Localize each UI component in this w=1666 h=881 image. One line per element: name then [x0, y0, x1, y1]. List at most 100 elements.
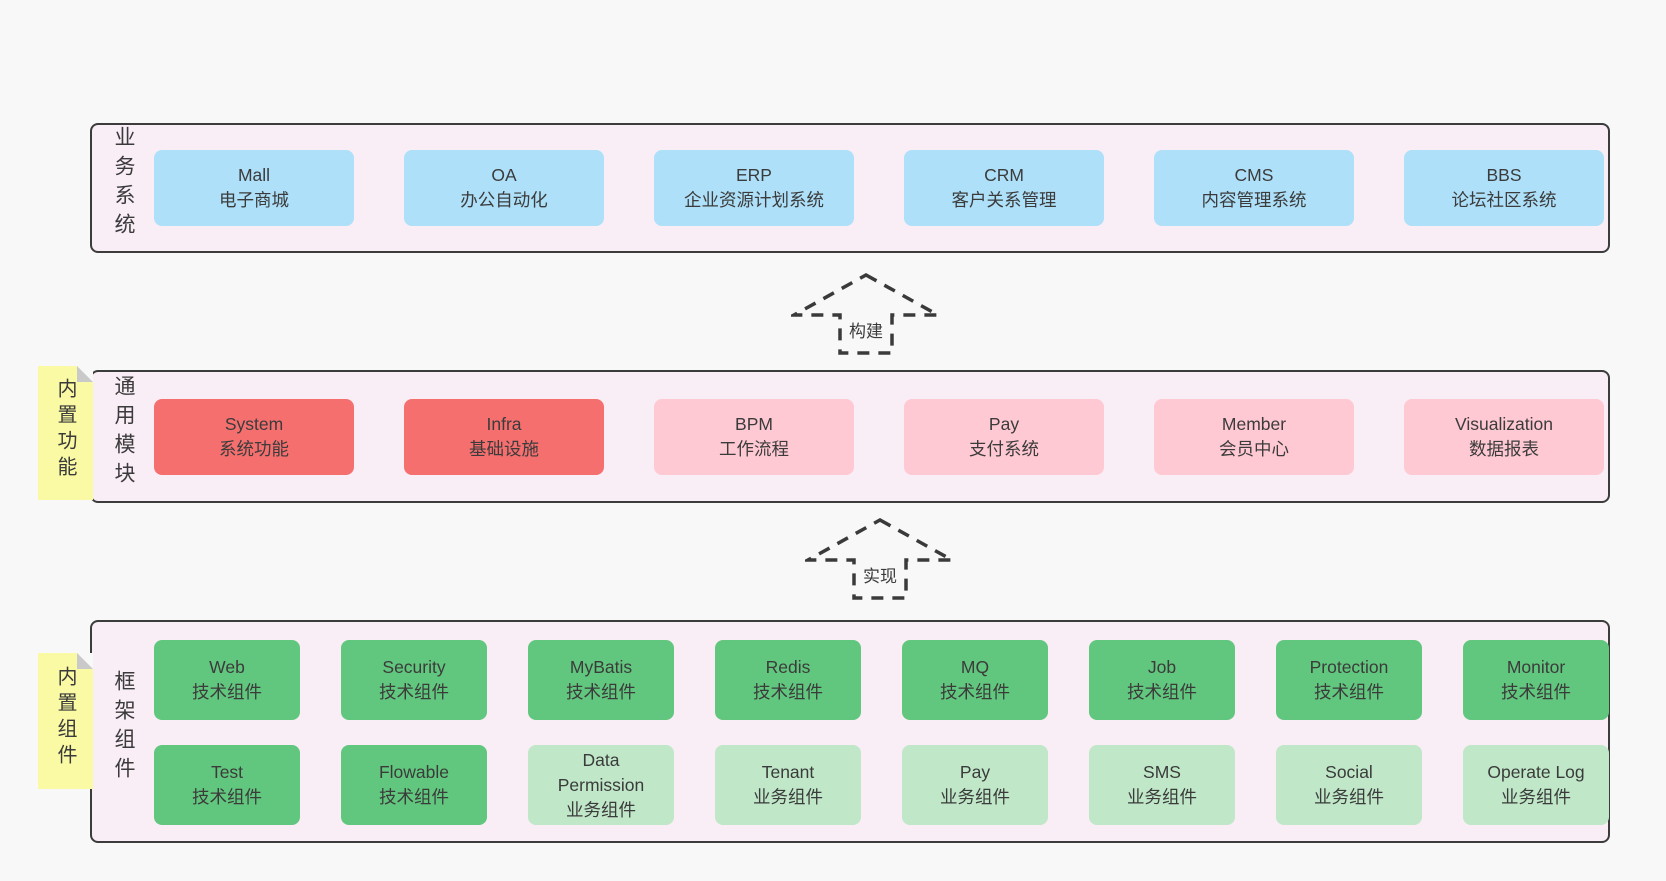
arrow-build: 构建 — [791, 272, 941, 356]
box-subtitle: 客户关系管理 — [951, 190, 1057, 210]
box-subtitle: 技术组件 — [192, 787, 262, 807]
layer-business-systems: 业务系统 Mall 电子商城 OA 办公自动化 ERP 企业资源计划系统 CRM… — [90, 123, 1610, 253]
box-title: Data Permission — [557, 749, 645, 795]
layer-label-common-modules: 通用模块 — [112, 374, 135, 491]
box-title: MQ — [960, 657, 990, 677]
layer-label-framework-components: 框架组件 — [112, 669, 135, 786]
box-web: Web 技术组件 — [154, 640, 300, 720]
arrow-implement-label: 实现 — [859, 561, 901, 588]
box-protection: Protection 技术组件 — [1276, 640, 1422, 720]
framework-components-row-2: Test 技术组件 Flowable 技术组件 Data Permission … — [154, 745, 1609, 825]
box-monitor: Monitor 技术组件 — [1463, 640, 1609, 720]
box-subtitle: 业务组件 — [940, 787, 1010, 807]
box-subtitle: 业务组件 — [753, 787, 823, 807]
sticky-note-built-in-components: 内置组件 — [38, 653, 93, 789]
box-oa: OA 办公自动化 — [404, 150, 604, 226]
box-title: Security — [382, 657, 446, 677]
arrow-implement: 实现 — [805, 517, 955, 601]
box-mybatis: MyBatis 技术组件 — [528, 640, 674, 720]
box-pay-business: Pay 业务组件 — [902, 745, 1048, 825]
sticky-note-label: 内置组件 — [54, 666, 76, 770]
box-subtitle: 技术组件 — [1501, 682, 1571, 702]
layer-label-business-systems: 业务系统 — [112, 126, 135, 242]
box-title: System — [224, 413, 284, 434]
business-systems-box-row: Mall 电子商城 OA 办公自动化 ERP 企业资源计划系统 CRM 客户关系… — [154, 125, 1604, 251]
layer-common-modules: 通用模块 System 系统功能 Infra 基础设施 BPM 工作流程 Pay… — [90, 370, 1610, 503]
framework-components-row-1: Web 技术组件 Security 技术组件 MyBatis 技术组件 Redi… — [154, 640, 1609, 720]
box-title: CMS — [1234, 165, 1274, 185]
box-subtitle: 业务组件 — [1127, 787, 1197, 807]
box-bbs: BBS 论坛社区系统 — [1404, 150, 1604, 226]
box-title: ERP — [736, 165, 772, 185]
box-title: Redis — [765, 657, 811, 677]
box-test: Test 技术组件 — [154, 745, 300, 825]
box-subtitle: 业务组件 — [1501, 787, 1571, 807]
arrow-build-label: 构建 — [845, 316, 887, 343]
box-subtitle: 技术组件 — [1314, 682, 1384, 702]
box-sms: SMS 业务组件 — [1089, 745, 1235, 825]
box-title: OA — [491, 165, 517, 185]
folded-corner-icon — [77, 366, 93, 382]
box-erp: ERP 企业资源计划系统 — [654, 150, 854, 226]
box-title: BBS — [1486, 165, 1522, 185]
box-security: Security 技术组件 — [341, 640, 487, 720]
up-block-arrow-icon — [805, 517, 955, 600]
box-mq: MQ 技术组件 — [902, 640, 1048, 720]
box-title: CRM — [984, 165, 1024, 185]
sticky-note-label: 内置功能 — [54, 378, 76, 482]
box-subtitle: 业务组件 — [1314, 787, 1384, 807]
box-title: MyBatis — [569, 657, 633, 677]
box-subtitle: 电子商城 — [219, 190, 289, 210]
box-subtitle: 基础设施 — [469, 438, 539, 459]
box-crm: CRM 客户关系管理 — [904, 150, 1104, 226]
box-title: Protection — [1309, 657, 1389, 677]
box-subtitle: 技术组件 — [1127, 682, 1197, 702]
box-title: Tenant — [761, 762, 815, 782]
box-subtitle: 技术组件 — [940, 682, 1010, 702]
box-title: Flowable — [378, 762, 450, 782]
box-title: Pay — [959, 762, 991, 782]
box-subtitle: 论坛社区系统 — [1451, 190, 1557, 210]
box-infra: Infra 基础设施 — [404, 398, 604, 475]
box-title: Mall — [237, 165, 271, 185]
box-subtitle: 内容管理系统 — [1201, 190, 1307, 210]
box-pay: Pay 支付系统 — [904, 398, 1104, 475]
box-title: SMS — [1143, 762, 1181, 782]
box-subtitle: 工作流程 — [719, 438, 789, 459]
box-title: Operate Log — [1487, 762, 1585, 782]
common-modules-box-row: System 系统功能 Infra 基础设施 BPM 工作流程 Pay 支付系统… — [154, 372, 1604, 501]
box-subtitle: 系统功能 — [219, 438, 289, 459]
folded-corner-icon — [77, 653, 93, 669]
layer-framework-components: 框架组件 Web 技术组件 Security 技术组件 MyBatis 技术组件… — [90, 620, 1610, 843]
box-subtitle: 支付系统 — [969, 438, 1039, 459]
sticky-note-built-in-features: 内置功能 — [38, 366, 93, 500]
box-subtitle: 技术组件 — [566, 682, 636, 702]
box-system: System 系统功能 — [154, 398, 354, 475]
box-title: Infra — [486, 413, 522, 434]
box-subtitle: 数据报表 — [1469, 438, 1539, 459]
box-title: Pay — [988, 413, 1020, 434]
box-visualization: Visualization 数据报表 — [1404, 398, 1604, 475]
box-title: Social — [1325, 762, 1373, 782]
box-mall: Mall 电子商城 — [154, 150, 354, 226]
box-subtitle: 会员中心 — [1219, 438, 1289, 459]
box-title: Test — [210, 762, 244, 782]
box-subtitle: 企业资源计划系统 — [684, 190, 824, 210]
box-member: Member 会员中心 — [1154, 398, 1354, 475]
box-subtitle: 技术组件 — [192, 682, 262, 702]
box-subtitle: 技术组件 — [753, 682, 823, 702]
box-title: Job — [1147, 657, 1177, 677]
box-title: BPM — [735, 413, 773, 434]
box-operate-log: Operate Log 业务组件 — [1463, 745, 1609, 825]
box-social: Social 业务组件 — [1276, 745, 1422, 825]
box-job: Job 技术组件 — [1089, 640, 1235, 720]
box-flowable: Flowable 技术组件 — [341, 745, 487, 825]
box-redis: Redis 技术组件 — [715, 640, 861, 720]
box-data-permission: Data Permission 业务组件 — [528, 745, 674, 825]
box-tenant: Tenant 业务组件 — [715, 745, 861, 825]
box-title: Visualization — [1455, 413, 1553, 434]
box-title: Monitor — [1506, 657, 1566, 677]
box-subtitle: 技术组件 — [379, 682, 449, 702]
box-title: Member — [1221, 413, 1287, 434]
